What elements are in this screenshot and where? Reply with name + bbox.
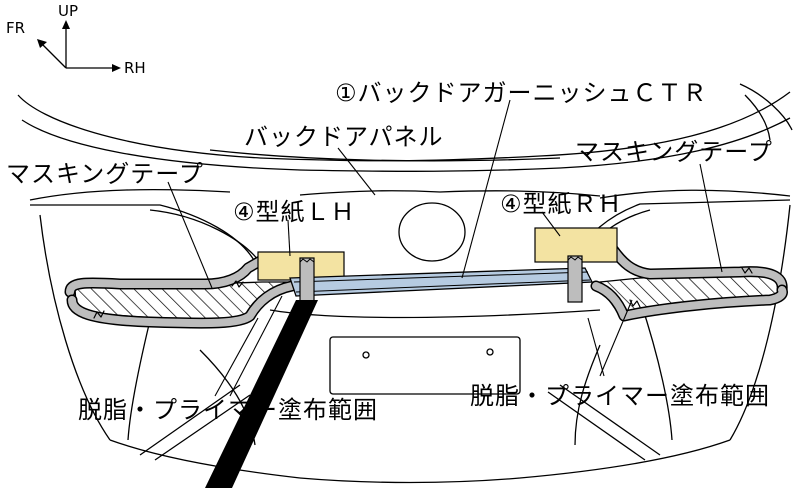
tape-strip-right — [567, 255, 583, 303]
masking-tape-left-label: マスキングテープ — [6, 160, 204, 188]
orientation-indicator: FR UP RH — [6, 2, 146, 77]
degrease-primer-right-label: 脱脂・プライマー塗布範囲 — [470, 382, 770, 410]
rh-label: RH — [124, 59, 146, 77]
masking-tape-right-label: マスキングテープ — [575, 138, 773, 166]
application-cone — [205, 300, 318, 488]
up-label: UP — [58, 2, 78, 20]
fr-label: FR — [6, 19, 25, 37]
labels: ①バックドアガーニッシュＣＴＲ バックドアパネル マスキングテープ マスキングテ… — [6, 79, 773, 424]
masking-tape — [64, 242, 788, 329]
leader-lines — [167, 99, 723, 397]
back-door-panel-label: バックドアパネル — [244, 123, 444, 151]
garnish-ctr — [289, 267, 594, 297]
tape-strip-left — [299, 257, 315, 307]
degrease-primer-left-label: 脱脂・プライマー塗布範囲 — [78, 396, 378, 424]
garnish-ctr-label: ①バックドアガーニッシュＣＴＲ — [335, 79, 708, 107]
template-rh-label: ④型紙ＲＨ — [500, 190, 623, 218]
template-lh-label: ④型紙ＬＨ — [233, 198, 356, 226]
